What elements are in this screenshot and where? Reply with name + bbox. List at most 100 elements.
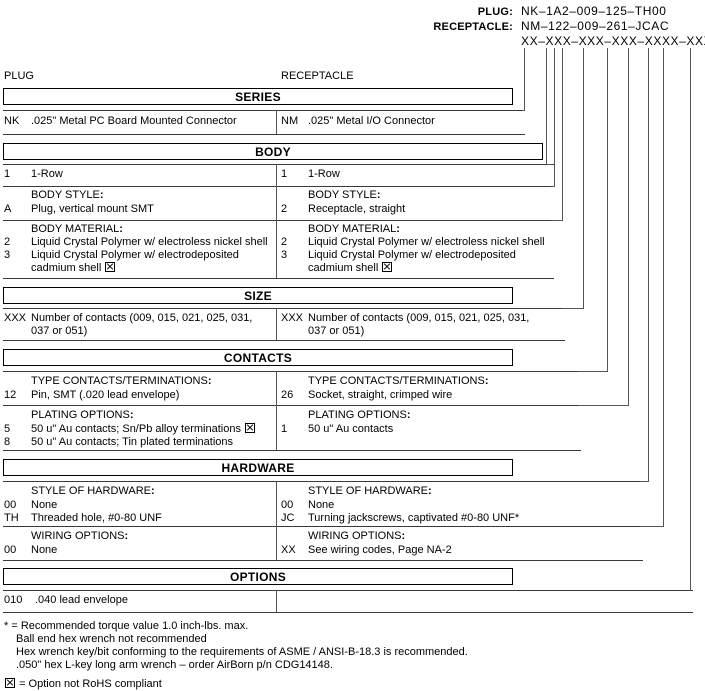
body-material-plug-text-3: Liquid Crystal Polymer w/ electrodeposit… — [31, 249, 239, 261]
size-receptacle-code: XXX — [281, 312, 304, 324]
body-material-receptacle-code-3: 3 — [281, 249, 288, 261]
leader-line-hardware-style — [648, 48, 650, 482]
leader-line-series — [524, 48, 526, 111]
size-receptacle-text-2: 037 or 051) — [308, 325, 365, 337]
divider-contacts-row2 — [276, 405, 278, 450]
body-style-plug-code: A — [4, 203, 12, 215]
column-caption-receptacle: RECEPTACLE — [281, 70, 354, 82]
leader-line-plating — [628, 48, 630, 406]
divider-size — [276, 308, 278, 340]
body-material-plug-text-2: Liquid Crystal Polymer w/ electroless ni… — [31, 236, 268, 248]
receptacle-part-number: NM–122–009–261–JCAC — [521, 19, 670, 33]
rule-contacts-bottom — [3, 450, 581, 451]
plating-plug-text-5: 50 u" Au contacts; Sn/Pb alloy terminati… — [31, 423, 256, 436]
plating-plug-text-8: 50 u" Au contacts; Tin plated terminatio… — [31, 436, 234, 448]
body-material-plug-code-3: 3 — [4, 249, 11, 261]
section-header-hardware: HARDWARE — [3, 459, 513, 476]
leader-elbow-contacts-type — [578, 371, 607, 373]
divider-contacts-row1 — [276, 371, 278, 405]
leader-elbow-body-row1 — [546, 164, 551, 166]
rule-size-top — [3, 308, 565, 309]
divider-body-row1 — [276, 164, 278, 186]
rule-options-top — [3, 590, 693, 591]
divider-body-row2 — [276, 186, 278, 220]
body-row1-receptacle-code: 1 — [281, 168, 288, 180]
contacts-type-receptacle-text: Socket, straight, crimped wire — [308, 389, 453, 401]
divider-hardware-row1 — [276, 481, 278, 526]
rule-body-row2-top — [3, 186, 554, 187]
rohs-noncompliant-icon — [245, 423, 256, 433]
plating-plug-code-8: 8 — [4, 436, 11, 448]
hardware-style-label-plug: STYLE OF HARDWARE: — [31, 485, 155, 497]
leader-line-contacts-type — [607, 48, 609, 372]
series-plug-text: .025" Metal PC Board Mounted Connector — [31, 115, 237, 127]
footnote-asterisk-line-3: Hex wrench key/bit conforming to the req… — [16, 646, 468, 658]
plating-options-label-receptacle: PLATING OPTIONS: — [308, 409, 411, 421]
section-header-size: SIZE — [3, 287, 513, 304]
leader-elbow-wiring — [640, 526, 663, 528]
leader-elbow-hardware-style — [640, 481, 648, 483]
section-header-series: SERIES — [3, 88, 513, 105]
contacts-type-plug-text: Pin, SMT (.020 lead envelope) — [31, 389, 180, 401]
leader-line-body-row1 — [546, 48, 548, 165]
section-header-body: BODY — [3, 143, 543, 160]
wiring-options-label-plug: WIRING OPTIONS: — [31, 530, 129, 542]
plating-plug-code-5: 5 — [4, 423, 11, 435]
part-number-template-row: XX–XXX–XXX–XXX–XXXX–XXX — [433, 34, 705, 48]
body-style-plug-text: Plug, vertical mount SMT — [31, 203, 154, 215]
wiring-plug-text: None — [31, 544, 58, 556]
rule-hardware-bottom — [3, 560, 643, 561]
body-material-label-plug: BODY MATERIAL: — [31, 223, 123, 235]
options-text: .040 lead envelope — [35, 594, 128, 606]
size-receptacle-text: Number of contacts (009, 015, 021, 025, … — [308, 312, 530, 324]
leader-elbow-body-material — [551, 220, 562, 222]
contacts-type-label-plug: TYPE CONTACTS/TERMINATIONS: — [31, 375, 212, 387]
plug-label: PLUG: — [477, 6, 513, 18]
rohs-noncompliant-icon — [105, 262, 116, 272]
rule-series-top — [3, 110, 525, 111]
leader-elbow-size — [562, 308, 583, 310]
leader-elbow-body-style — [551, 186, 554, 188]
divider-series — [276, 110, 278, 134]
hardware-style-label-receptacle: STYLE OF HARDWARE: — [308, 485, 432, 497]
plug-part-number-row: PLUG: NK–1A2–009–125–TH00 — [433, 4, 703, 19]
body-style-receptacle-code: 2 — [281, 203, 288, 215]
rule-contacts-row2-top — [3, 405, 581, 406]
hardware-plug-code-th: TH — [4, 512, 19, 524]
leader-line-body-material — [562, 48, 564, 221]
size-plug-text-2: 037 or 051) — [31, 325, 88, 337]
body-row1-plug-text: 1-Row — [31, 168, 63, 180]
rohs-noncompliant-icon — [5, 678, 15, 688]
section-header-contacts: CONTACTS — [3, 349, 513, 366]
rohs-noncompliant-icon — [382, 262, 393, 272]
rule-body-bottom — [3, 278, 554, 279]
wiring-options-label-receptacle: WIRING OPTIONS: — [308, 530, 406, 542]
part-number-header: PLUG: NK–1A2–009–125–TH00 RECEPTACLE: NM… — [433, 4, 705, 48]
footnote-rohs: = Option not RoHS compliant — [4, 678, 162, 691]
rule-size-bottom — [3, 340, 565, 341]
body-material-label-receptacle: BODY MATERIAL: — [308, 223, 400, 235]
series-receptacle-text: .025" Metal I/O Connector — [308, 115, 435, 127]
receptacle-label: RECEPTACLE: — [433, 21, 513, 33]
hardware-receptacle-code-jc: JC — [281, 512, 295, 524]
wiring-plug-code: 00 — [4, 544, 17, 556]
footnote-asterisk-line-2: Ball end hex wrench not recommended — [16, 633, 207, 645]
body-material-receptacle-text-2: Liquid Crystal Polymer w/ electroless ni… — [308, 236, 545, 248]
plating-options-label-plug: PLATING OPTIONS: — [31, 409, 134, 421]
receptacle-part-number-row: RECEPTACLE: NM–122–009–261–JCAC — [433, 19, 703, 34]
leader-elbow-plating — [578, 405, 628, 407]
footnote-asterisk: * = Recommended torque value 1.0 inch-lb… — [4, 620, 474, 672]
leader-line-size — [583, 48, 585, 309]
rule-hardware-row2-top — [3, 526, 643, 527]
leader-line-wiring — [663, 48, 665, 527]
series-receptacle-code: NM — [281, 115, 299, 127]
wiring-receptacle-text: See wiring codes, Page NA-2 — [308, 544, 452, 556]
footnote-asterisk-line-1: * = Recommended torque value 1.0 inch-lb… — [4, 620, 249, 632]
hardware-plug-text-th: Threaded hole, #0-80 UNF — [31, 512, 162, 524]
rule-series-bottom — [3, 134, 525, 135]
body-style-label-receptacle: BODY STYLE: — [308, 189, 381, 201]
body-style-receptacle-text: Receptacle, straight — [308, 203, 406, 215]
body-style-label-plug: BODY STYLE: — [31, 189, 104, 201]
rule-hardware-row1-top — [3, 481, 643, 482]
